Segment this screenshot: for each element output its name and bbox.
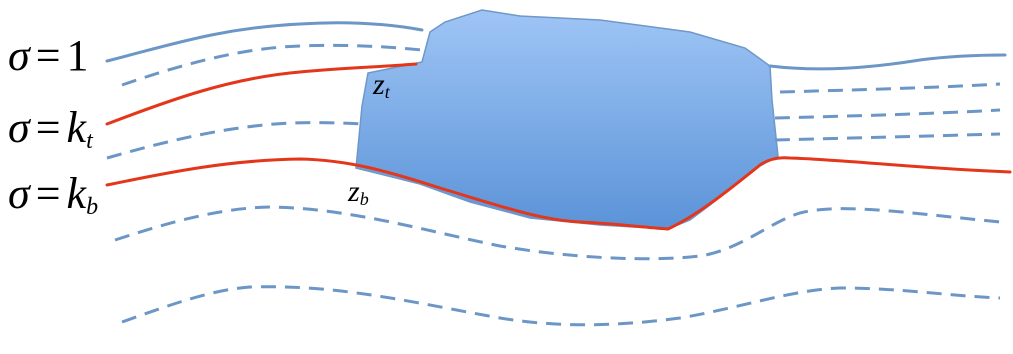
z-bottom-symbol: z <box>348 175 360 208</box>
label-z-bottom: zb <box>348 175 369 209</box>
sigma-kb-equals: = <box>35 169 61 218</box>
sigma-kt-value: k <box>66 103 87 152</box>
dashed-levels <box>106 43 1001 327</box>
dashed-level-right-3 <box>774 132 1001 142</box>
dashed-level-4 <box>121 285 1001 327</box>
dashed-level-3 <box>114 205 1001 261</box>
sigma-1-symbol: σ <box>8 31 30 80</box>
sigma-1-equals: = <box>35 31 61 80</box>
dashed-level-right-1 <box>779 82 1001 94</box>
boundary-line-kb[interactable] <box>105 156 1012 231</box>
label-sigma-kt: σ=kt <box>8 103 93 154</box>
z-top-subscript: t <box>384 82 390 102</box>
sigma-kb-symbol: σ <box>8 169 30 218</box>
label-sigma-1: σ=1 <box>8 34 89 78</box>
label-z-top: zt <box>373 68 390 102</box>
dashed-level-right-2 <box>774 108 1001 120</box>
surface-line-left <box>105 21 424 63</box>
sigma-kb-subscript: b <box>86 194 99 220</box>
sigma-1-value: 1 <box>66 31 89 80</box>
surface-line-right <box>768 53 1007 71</box>
shaded-region <box>355 9 779 230</box>
dashed-level-2 <box>106 121 363 160</box>
sigma-kb-value: k <box>66 169 87 218</box>
sigma-kt-subscript: t <box>86 128 93 154</box>
label-sigma-kb: σ=kb <box>8 169 99 220</box>
dashed-level-1 <box>121 43 423 87</box>
z-bottom-subscript: b <box>359 189 369 209</box>
sigma-kt-equals: = <box>35 103 61 152</box>
boundary-line-kt[interactable] <box>105 62 418 126</box>
z-top-symbol: z <box>373 68 385 101</box>
sigma-kt-symbol: σ <box>8 103 30 152</box>
